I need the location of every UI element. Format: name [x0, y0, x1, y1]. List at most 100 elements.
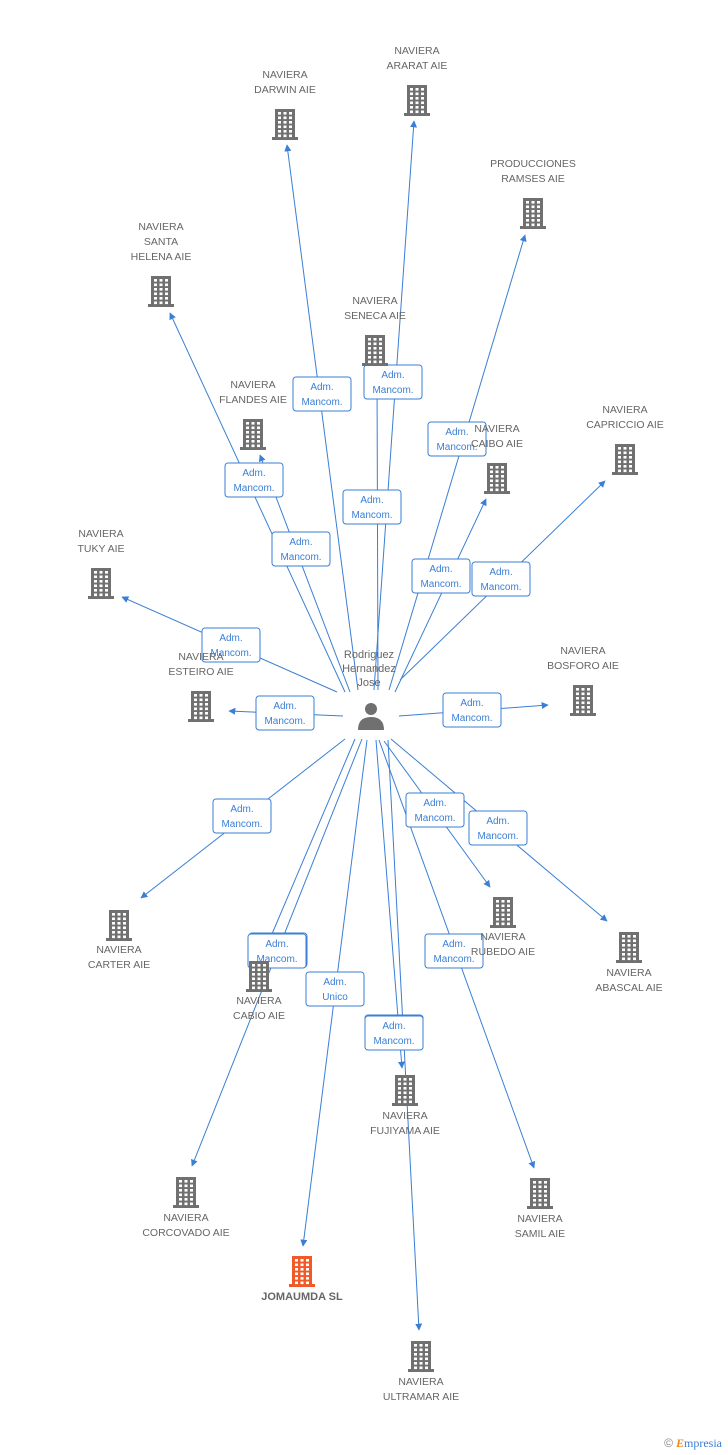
edge-label-samil[interactable]: Adm.Mancom. — [424, 933, 484, 969]
edge-label-line: Mancom. — [301, 397, 342, 408]
company-name-line: NAVIERA — [398, 1376, 443, 1388]
edge-label-line: Adm. — [381, 370, 404, 381]
edge-label-line: Adm. — [423, 798, 446, 809]
company-name-line: CARTER AIE — [88, 959, 150, 971]
company-name-line: SENECA AIE — [344, 310, 406, 322]
edge-label-corcovado[interactable]: Adm. Mancom. — [247, 933, 307, 969]
edge-label-line: Adm. — [460, 698, 483, 709]
company-name-line: FUJIYAMA AIE — [370, 1125, 440, 1137]
company-name-line: CORCOVADO AIE — [142, 1227, 229, 1239]
building-icon — [570, 685, 596, 716]
edge-ararat — [373, 120, 418, 691]
edge-label-line: Adm. — [445, 427, 468, 438]
edge-label-line: Mancom. — [351, 510, 392, 521]
edge-label-rubedo[interactable]: Adm.Mancom. — [405, 792, 465, 828]
edge-label-santa-helena[interactable]: Adm.Mancom. — [224, 462, 284, 498]
edge-label-line: Mancom. — [436, 442, 477, 453]
brand-footer: ©Empresia — [664, 1436, 722, 1451]
edge-label-ultramar[interactable]: Adm. Mancom. — [364, 1015, 424, 1051]
edge-label-line: Adm. — [242, 468, 265, 479]
company-name-line: TUKY AIE — [77, 543, 124, 555]
copyright-symbol: © — [664, 1436, 673, 1450]
edge-label-line: Adm. — [429, 564, 452, 575]
edge-santa-helena — [169, 312, 346, 693]
company-name-line: NAVIERA — [474, 423, 519, 435]
building-icon — [272, 109, 298, 140]
company-name-line: BOSFORO AIE — [547, 660, 619, 672]
edge-label-bosforo[interactable]: Adm.Mancom. — [442, 692, 502, 728]
edge-label-line: Mancom. — [373, 1036, 414, 1047]
edge-label-line: Adm. — [219, 633, 242, 644]
edge-label-line: Adm. — [289, 537, 312, 548]
edge-label-line: Adm. — [382, 1021, 405, 1032]
company-name-line: NAVIERA — [163, 1212, 208, 1224]
edge-label-line: Mancom. — [264, 716, 305, 727]
edge-label-esteiro[interactable]: Adm. Mancom. — [255, 695, 315, 731]
company-name-line: HELENA AIE — [131, 251, 192, 263]
person-icon — [358, 703, 384, 730]
edge-label-darwin[interactable]: Adm. Mancom. — [292, 376, 352, 412]
edge-label-tuky[interactable]: Adm.Mancom. — [201, 627, 261, 663]
company-node-flandes[interactable]: NAVIERA FLANDES AIE — [219, 379, 287, 450]
company-node-jomaumda[interactable]: JOMAUMDA SL — [261, 1256, 343, 1303]
edge-label-ramses[interactable]: Adm. Mancom. — [427, 421, 487, 457]
company-node-corcovado[interactable]: NAVIERA CORCOVADO AIE — [142, 1177, 230, 1239]
company-name-line: CAIBO AIE — [471, 438, 523, 450]
company-name-line: DARWIN AIE — [254, 84, 316, 96]
edge-label-line: Mancom. — [256, 954, 297, 965]
building-icon — [246, 961, 272, 992]
building-icon — [188, 691, 214, 722]
edge-label-ararat[interactable]: Adm.Mancom. — [363, 364, 423, 400]
building-icon — [148, 276, 174, 307]
edge-label-line: Mancom. — [477, 831, 518, 842]
edge-label-flandes[interactable]: Adm.Mancom. — [271, 531, 331, 567]
company-name-line: NAVIERA — [480, 931, 525, 943]
company-node-carter[interactable]: NAVIERA CARTER AIE — [88, 910, 150, 971]
company-name-line: CAPRICCIO AIE — [586, 419, 664, 431]
company-name-line: NAVIERA — [352, 295, 397, 307]
company-node-seneca[interactable]: NAVIERA SENECA AIE — [344, 295, 406, 366]
company-node-caibo[interactable]: NAVIERA CAIBO AIE — [471, 423, 523, 494]
person-name-line: Jose — [357, 677, 380, 689]
edge-label-jomaumda[interactable]: Adm.Unico — [305, 971, 365, 1007]
edge-label-line: Adm. — [323, 977, 346, 988]
building-icon — [408, 1341, 434, 1372]
person-name-line: Rodriguez — [344, 649, 394, 661]
edge-label-seneca[interactable]: Adm.Mancom. — [342, 489, 402, 525]
company-name-line: FLANDES AIE — [219, 394, 287, 406]
edge-label-line: Adm. — [273, 701, 296, 712]
edge-label-line: Adm. — [230, 804, 253, 815]
edge-label-capriccio[interactable]: Adm.Mancom. — [471, 561, 531, 597]
edge-label-line: Mancom. — [221, 819, 262, 830]
building-icon — [404, 85, 430, 116]
edge-label-carter[interactable]: Adm. Mancom. — [212, 798, 272, 834]
brand-initial: E — [675, 1436, 684, 1450]
company-name-line: NAVIERA — [78, 528, 123, 540]
company-name-line: NAVIERA — [96, 944, 141, 956]
building-icon — [490, 897, 516, 928]
company-name-line: NAVIERA — [138, 221, 183, 233]
edge-label-line: Adm. — [265, 939, 288, 950]
edge-label-caibo[interactable]: Adm.Mancom. — [411, 558, 471, 594]
company-name-line: SAMIL AIE — [515, 1228, 565, 1240]
company-node-tuky[interactable]: NAVIERA TUKY AIE — [77, 528, 125, 599]
company-name-line: NAVIERA — [230, 379, 275, 391]
edge-cabio — [265, 738, 356, 949]
edge-label-abascal[interactable]: Adm.Mancom. — [468, 810, 528, 846]
edge-label-line: Adm. — [310, 382, 333, 393]
